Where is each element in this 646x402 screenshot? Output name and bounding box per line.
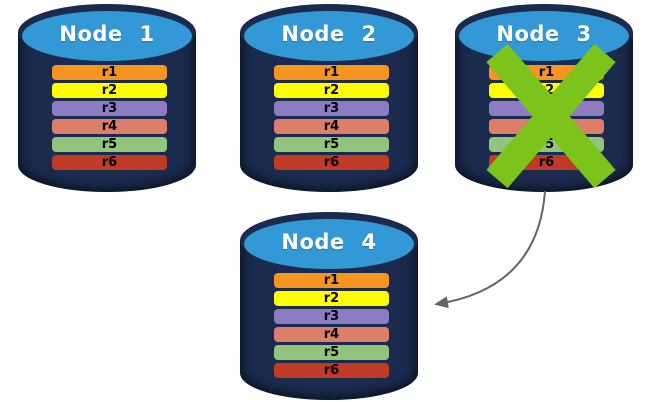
record-bar-r2: r2 [52,83,167,98]
failure-cross-icon [486,43,616,189]
record-bar-r2: r2 [274,291,389,306]
node-4-title: Node 4 [281,230,377,254]
record-bar-r5: r5 [274,345,389,360]
cylinder-top-ellipse [22,11,192,61]
record-bar-r5: r5 [274,137,389,152]
record-bar-r6: r6 [52,155,167,170]
record-bar-r1: r1 [274,65,389,80]
node-4-record-list: r1 r2 r3 r4 r5 r6 [274,273,389,381]
record-bar-r6: r6 [274,155,389,170]
node-2: Node 2 r1 r2 r3 r4 r5 r6 [240,4,418,192]
record-bar-r3: r3 [274,309,389,324]
record-bar-r3: r3 [274,101,389,116]
record-bar-r1: r1 [274,273,389,288]
node-1: Node 1 r1 r2 r3 r4 r5 r6 [18,4,196,192]
node-3: Node 3 r1 r2 r3 r4 r5 r6 [455,4,633,192]
record-bar-r4: r4 [274,119,389,134]
node-1-title: Node 1 [59,22,155,46]
record-bar-r4: r4 [52,119,167,134]
cylinder-top-ellipse [244,219,414,269]
node-2-title: Node 2 [281,22,377,46]
record-bar-r1: r1 [52,65,167,80]
record-bar-r4: r4 [274,327,389,342]
record-bar-r6: r6 [274,363,389,378]
record-bar-r2: r2 [274,83,389,98]
record-bar-r3: r3 [52,101,167,116]
node-3-title: Node 3 [496,22,592,46]
node-1-record-list: r1 r2 r3 r4 r5 r6 [52,65,167,173]
cylinder-top-ellipse [244,11,414,61]
node-2-record-list: r1 r2 r3 r4 r5 r6 [274,65,389,173]
node-4: Node 4 r1 r2 r3 r4 r5 r6 [240,212,418,400]
record-bar-r5: r5 [52,137,167,152]
